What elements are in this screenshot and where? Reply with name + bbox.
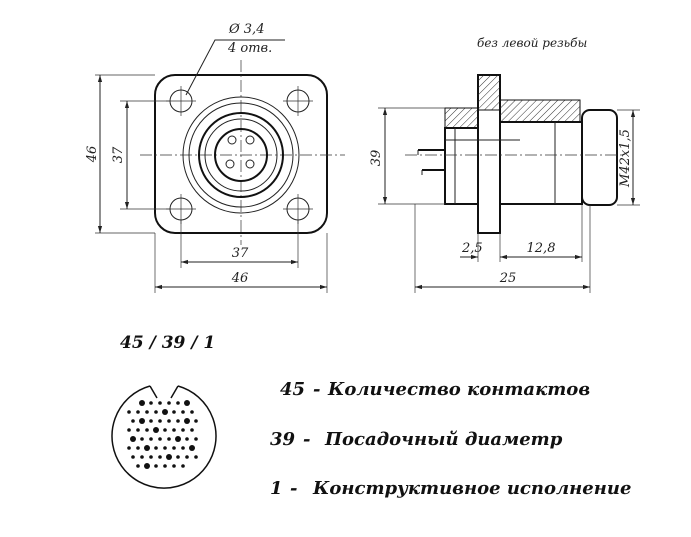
legend-item-text: Конструктивное исполнение [312,478,631,499]
contact-dot [176,419,180,423]
contact-dot [166,454,172,460]
contact-dot [194,437,198,441]
contact-dot [136,410,140,414]
contact-dot [172,428,176,432]
hole-count-label: 4 отв. [227,41,272,56]
contact-dot [163,464,167,468]
contact-dot [140,437,144,441]
thread-dim: M42x1,5 [618,129,633,188]
contact-dot [149,455,153,459]
contact-dot [153,427,159,433]
contact-dot [149,419,153,423]
contact-dot [127,428,131,432]
contact-dot [181,464,185,468]
contact-dot [172,464,176,468]
contact-dot [144,445,150,451]
legend-item-text: Количество контактов [327,379,590,400]
contact-dot [158,419,162,423]
contact-dot [194,455,198,459]
contact-dot [190,410,194,414]
contact-dot [167,419,171,423]
contact-dot [181,446,185,450]
height-inner-dim: 37 [111,146,126,163]
contact-dot [158,437,162,441]
side-height-dim: 39 [369,150,384,167]
svg-text:-: - [303,429,310,450]
coupling-nut [581,109,618,206]
width-outer-dim: 46 [231,271,249,286]
dim-mid: 12,8 [527,241,556,256]
legend: 45 - Количество контактов 39 - Посадочны… [270,379,631,499]
contact-dot [136,446,140,450]
contact-dot [190,428,194,432]
contact-dot [144,463,150,469]
contact-dot [149,437,153,441]
contact-dot [163,446,167,450]
legend-item-num: 1 [270,478,283,499]
contact-dot [139,418,145,424]
contact-dot [184,400,190,406]
legend-item-num: 39 [270,429,296,450]
contact-layout-icon [111,385,217,489]
contact-dot [158,455,162,459]
hole-diameter-label: Ø 3,4 [228,22,264,37]
contact-dot [154,446,158,450]
contact-dot [172,410,176,414]
svg-text:-: - [290,478,297,499]
contact-dot [154,464,158,468]
width-inner-dim: 37 [232,246,249,261]
contact-dot [149,401,153,405]
contact-dot [176,455,180,459]
designation-code: 45 / 39 / 1 [120,333,215,353]
front-view: Ø 3,4 4 отв. 46 37 37 46 [85,22,345,293]
side-view: без левой резьбы 39 M42x1,5 [369,36,640,293]
contact-dot [136,428,140,432]
svg-text:-: - [313,379,320,400]
legend-item-text: Посадочный диаметр [324,429,563,450]
contact-dot [175,436,181,442]
contact-dot [167,401,171,405]
contact-dot [131,455,135,459]
contact-dot [185,455,189,459]
contact-dot [181,428,185,432]
legend-item-num: 45 [280,379,305,400]
contact-dot [167,437,171,441]
contact-dot [127,410,131,414]
contact-dot [172,446,176,450]
contact-dot [163,428,167,432]
body [499,121,583,205]
contact-dot [145,410,149,414]
contact-dot [130,436,136,442]
height-outer-dim: 46 [85,146,100,164]
dim-total: 25 [499,271,517,286]
contact-dot [181,410,185,414]
contact-dot [162,409,168,415]
contact-dot [136,464,140,468]
contact-pins [225,135,255,169]
thread-note: без левой резьбы [477,36,587,50]
contact-dot [158,401,162,405]
contact-dot [189,445,195,451]
contact-dot [131,419,135,423]
dim-small: 2,5 [461,241,483,256]
contact-dot [139,400,145,406]
contact-dot [184,418,190,424]
contact-dot [194,419,198,423]
contact-dot [185,437,189,441]
contact-dot [140,455,144,459]
contact-dot [176,401,180,405]
contact-dot [154,410,158,414]
contact-dot [127,446,131,450]
contact-dot [145,428,149,432]
